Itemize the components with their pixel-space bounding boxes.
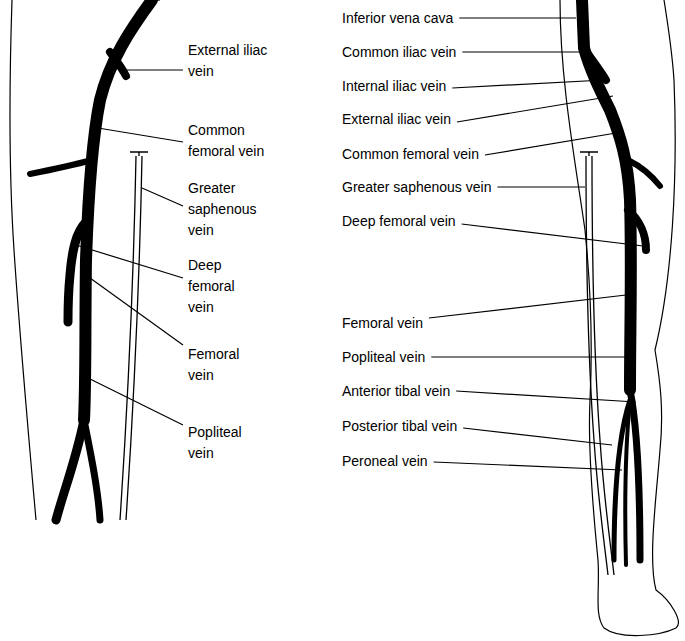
leader-line — [457, 96, 613, 122]
saphenous-vein — [120, 156, 136, 520]
vein-label: Greater saphenous vein — [188, 178, 268, 241]
leader-line — [456, 391, 636, 402]
branch-vein — [30, 160, 92, 174]
leader-line — [124, 69, 183, 70]
vein-label: External iliac vein — [342, 109, 451, 130]
main-vein — [582, 0, 631, 390]
vein-end-bracket — [580, 152, 598, 156]
leader-lines — [76, 18, 643, 470]
vein-label: External iliac vein — [188, 40, 283, 82]
deep-veins — [30, 0, 660, 565]
leader-line — [98, 128, 183, 142]
leader-line — [76, 245, 183, 278]
tibial-vein — [630, 390, 640, 560]
leg-outline — [560, 0, 678, 636]
leader-line — [497, 186, 585, 187]
vein-label: Common femoral vein — [342, 144, 479, 165]
vein-label: Peroneal vein — [342, 451, 428, 472]
leader-line — [90, 278, 183, 345]
leader-line — [452, 80, 604, 88]
vein-label: Femoral vein — [342, 313, 423, 334]
vein-label: Inferior vena cava — [342, 8, 453, 29]
main-vein — [84, 0, 152, 420]
leader-line — [485, 132, 622, 155]
vein-label: Posterior tibal vein — [342, 416, 457, 437]
vein-label: Anterior tibal vein — [342, 381, 450, 402]
leader-line — [88, 378, 183, 425]
tibial-vein — [625, 400, 630, 565]
vein-label: Deep femoral vein — [342, 211, 456, 232]
deep-femoral-vein — [68, 222, 86, 322]
vein-label: Deep femoral vein — [188, 255, 258, 318]
vein-label: Greater saphenous vein — [342, 177, 491, 198]
iliac-branch — [584, 48, 606, 80]
leader-line — [459, 17, 576, 18]
vein-label: Common iliac vein — [342, 42, 456, 63]
leader-line — [431, 356, 626, 357]
body-outline — [10, 0, 678, 636]
vein-label: Popliteal vein — [188, 422, 258, 464]
saphenous-vein — [592, 156, 614, 575]
vein-end-bracket — [130, 152, 148, 156]
leader-line — [463, 428, 612, 445]
leader-line — [434, 462, 622, 470]
vein-label: Internal iliac vein — [342, 76, 446, 97]
leader-line — [462, 224, 643, 246]
iliac-branch — [110, 52, 126, 76]
leader-line — [429, 295, 626, 318]
saphenous-veins — [120, 152, 614, 575]
vein-label: Femoral vein — [188, 344, 258, 386]
tibial-vein — [84, 420, 100, 520]
saphenous-vein — [586, 156, 608, 575]
leader-line — [462, 51, 580, 52]
vein-label: Common femoral vein — [188, 120, 283, 162]
thigh-outline — [10, 0, 36, 520]
leader-line — [142, 188, 183, 206]
branch-vein — [628, 160, 660, 186]
saphenous-vein — [126, 156, 142, 520]
vein-label: Popliteal vein — [342, 347, 425, 368]
tibial-vein — [56, 420, 84, 520]
